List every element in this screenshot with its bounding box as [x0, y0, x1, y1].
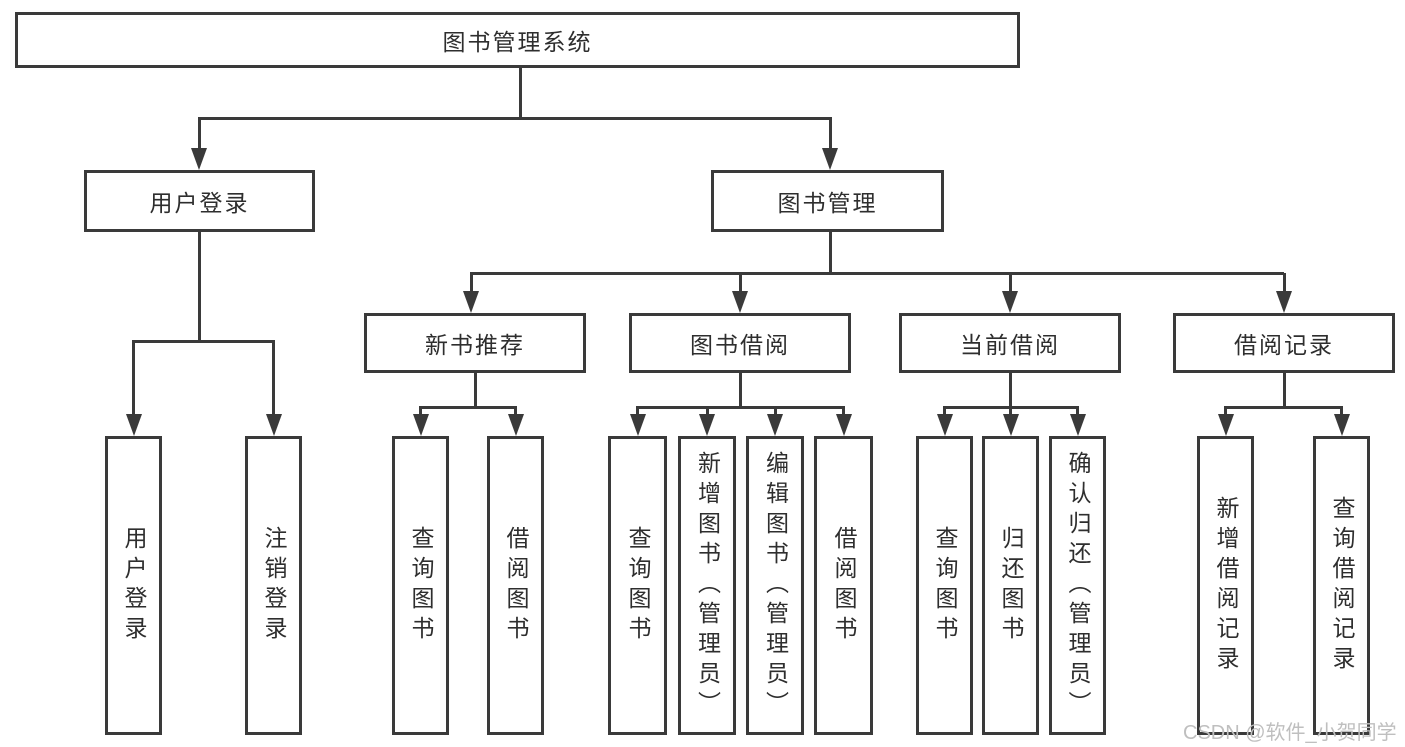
node-label: 新书推荐	[425, 332, 525, 358]
connector-drop	[828, 118, 832, 152]
connector-stem-user-login	[197, 232, 201, 341]
connector-drop	[469, 273, 473, 295]
leaf-add-books-admin: 新增图书（管理员）	[678, 436, 736, 735]
connector-drop	[197, 118, 201, 152]
connector-drop	[1282, 273, 1286, 295]
connector-bus-borrow	[636, 405, 845, 409]
connector-drop	[1009, 407, 1012, 416]
leaf-recommend-borrow-books: 借阅图书	[487, 436, 544, 735]
node-book-borrow: 图书借阅	[629, 313, 851, 373]
arrowhead-down-icon	[835, 414, 852, 436]
connector-drop	[636, 407, 639, 416]
arrowhead-down-icon	[1002, 291, 1018, 313]
arrowhead-down-icon	[629, 414, 646, 436]
arrowhead-down-icon	[1276, 291, 1292, 313]
leaf-label: 编辑图书（管理员）	[762, 450, 789, 721]
connector-drop	[1224, 407, 1227, 416]
leaf-label: 借阅图书	[503, 525, 529, 646]
leaf-label: 归还图书	[998, 525, 1024, 646]
leaf-confirm-return-admin: 确认归还（管理员）	[1049, 436, 1106, 735]
connector-drop	[1340, 407, 1343, 416]
connector-drop	[773, 407, 777, 416]
connector-bus-book-management	[469, 271, 1284, 275]
node-label: 用户登录	[149, 190, 250, 216]
node-user-login: 用户登录	[84, 170, 315, 232]
arrowhead-down-icon	[412, 414, 429, 436]
connector-bus-user-login	[132, 339, 275, 343]
node-label: 当前借阅	[960, 332, 1060, 358]
connector-drop	[419, 407, 422, 416]
connector-drop	[1008, 273, 1012, 295]
arrowhead-down-icon	[1217, 414, 1234, 436]
arrowhead-down-icon	[1002, 414, 1019, 436]
arrowhead-down-icon	[767, 414, 783, 436]
leaf-label: 查询图书	[932, 525, 958, 646]
connector-drop	[842, 407, 845, 416]
leaf-borrow-query-books: 查询图书	[608, 436, 667, 735]
connector-drop	[272, 341, 275, 416]
node-book-management: 图书管理	[711, 170, 944, 232]
connector-stem-borrow	[738, 373, 742, 407]
connector-drop	[705, 407, 709, 416]
connector-drop	[943, 407, 946, 416]
leaf-label: 新增图书（管理员）	[694, 450, 721, 721]
node-new-book-recommend: 新书推荐	[364, 313, 586, 373]
leaf-user-login: 用户登录	[105, 436, 162, 735]
node-root-library-system: 图书管理系统	[15, 12, 1020, 68]
arrowhead-down-icon	[125, 414, 142, 436]
arrowhead-down-icon	[1333, 414, 1350, 436]
connector-stem-records	[1282, 373, 1286, 407]
node-label: 图书管理	[777, 190, 878, 216]
arrowhead-down-icon	[732, 291, 748, 313]
connector-stem-root	[518, 68, 522, 118]
connector-bus-recommend	[419, 405, 517, 409]
leaf-label: 确认归还（管理员）	[1065, 450, 1091, 721]
connector-stem-recommend	[473, 373, 477, 407]
node-label: 借阅记录	[1234, 332, 1334, 358]
csdn-watermark: CSDN @软件_小贺同学	[1183, 722, 1397, 744]
leaf-label: 新增借阅记录	[1213, 495, 1239, 676]
connector-drop	[738, 273, 742, 295]
node-label: 图书管理系统	[442, 29, 593, 55]
leaf-logout: 注销登录	[245, 436, 302, 735]
connector-stem-current	[1008, 373, 1012, 407]
leaf-label: 借阅图书	[831, 525, 857, 646]
node-current-borrow: 当前借阅	[899, 313, 1121, 373]
arrowhead-down-icon	[463, 291, 479, 313]
leaf-label: 查询借阅记录	[1329, 495, 1355, 676]
leaf-label: 查询图书	[408, 525, 434, 646]
leaf-label: 查询图书	[625, 525, 651, 646]
arrowhead-down-icon	[1069, 414, 1086, 436]
leaf-edit-books-admin: 编辑图书（管理员）	[746, 436, 804, 735]
connector-bus-records	[1224, 405, 1343, 409]
arrowhead-down-icon	[191, 148, 207, 170]
arrowhead-down-icon	[265, 414, 282, 436]
node-borrow-records: 借阅记录	[1173, 313, 1395, 373]
arrowhead-down-icon	[936, 414, 953, 436]
connector-drop	[514, 407, 517, 416]
leaf-label: 用户登录	[121, 525, 147, 646]
arrowhead-down-icon	[507, 414, 524, 436]
connector-bus-root	[197, 116, 832, 120]
leaf-query-borrow-record: 查询借阅记录	[1313, 436, 1370, 735]
arrowhead-down-icon	[822, 148, 838, 170]
connector-stem-book-management	[828, 232, 832, 273]
leaf-label: 注销登录	[261, 525, 287, 646]
leaf-recommend-query-books: 查询图书	[392, 436, 449, 735]
connector-drop	[1076, 407, 1079, 416]
leaf-return-books: 归还图书	[982, 436, 1039, 735]
leaf-current-query-books: 查询图书	[916, 436, 973, 735]
arrowhead-down-icon	[699, 414, 715, 436]
leaf-borrow-books: 借阅图书	[814, 436, 873, 735]
node-label: 图书借阅	[690, 332, 790, 358]
connector-drop	[132, 341, 135, 416]
leaf-add-borrow-record: 新增借阅记录	[1197, 436, 1254, 735]
